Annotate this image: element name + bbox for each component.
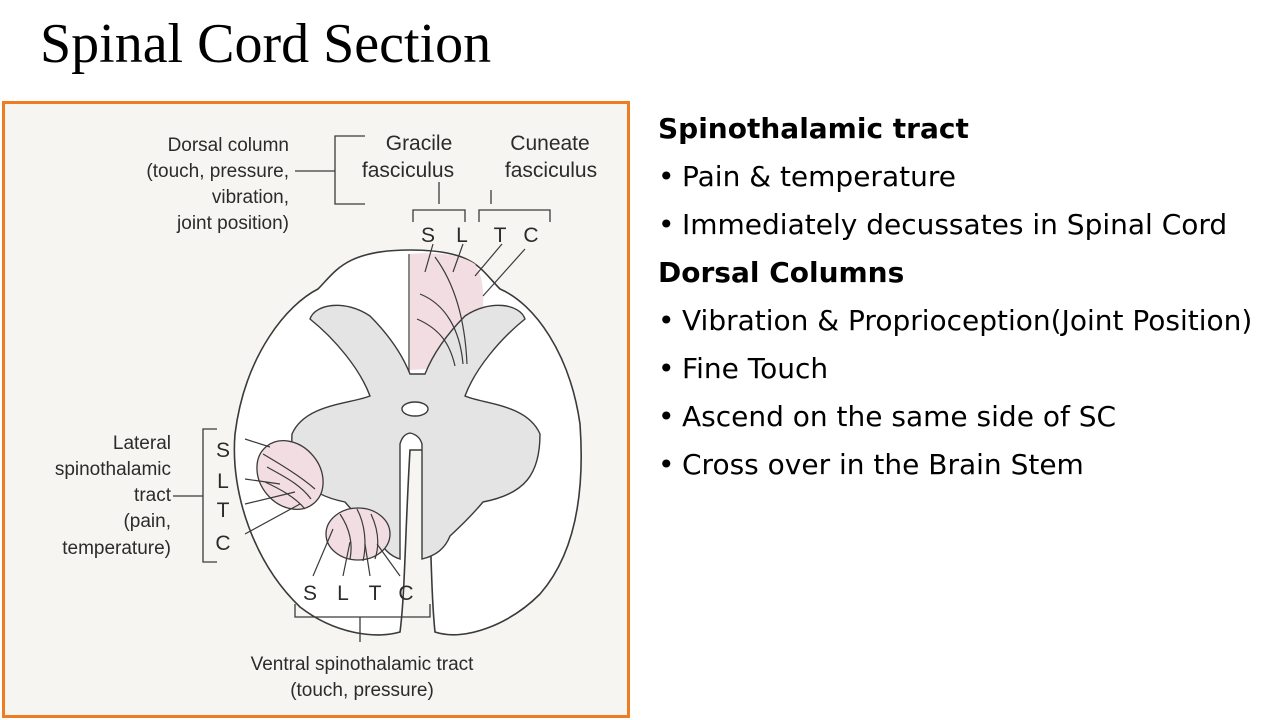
- bullet-list: Spinothalamic tract •Pain & temperature …: [658, 112, 1273, 496]
- list-item: •Vibration & Proprioception(Joint Positi…: [658, 304, 1273, 338]
- dorsal-column-label: Dorsal column (touch, pressure, vibratio…: [146, 135, 289, 234]
- svg-text:C: C: [215, 532, 230, 555]
- spinal-cord-diagram: Dorsal column (touch, pressure, vibratio…: [2, 101, 630, 718]
- bullet-icon: •: [658, 399, 675, 433]
- svg-text:temperature): temperature): [62, 538, 171, 559]
- svg-text:Cuneate: Cuneate: [510, 132, 589, 155]
- section-heading-dorsal-columns: Dorsal Columns: [658, 255, 905, 289]
- list-item: •Ascend on the same side of SC: [658, 400, 1273, 434]
- spinal-cord-svg: Dorsal column (touch, pressure, vibratio…: [55, 132, 597, 701]
- svg-text:Lateral: Lateral: [113, 433, 171, 454]
- svg-text:vibration,: vibration,: [212, 187, 289, 208]
- svg-text:Ventral spinothalamic tract: Ventral spinothalamic tract: [251, 654, 475, 675]
- section-heading-spinothalamic: Spinothalamic tract: [658, 112, 969, 145]
- lateral-spinothalamic-region: [256, 440, 324, 510]
- svg-text:S: S: [216, 439, 230, 462]
- bullet-icon: •: [658, 351, 675, 385]
- svg-text:S: S: [421, 224, 435, 247]
- svg-text:L: L: [337, 582, 349, 605]
- central-canal: [401, 401, 429, 417]
- svg-text:(pain,: (pain,: [123, 511, 171, 532]
- label-leaders: [173, 135, 551, 642]
- dorsal-column-fibers: [408, 243, 526, 372]
- list-item-text: Fine Touch: [682, 351, 829, 385]
- list-item-text: Vibration & Proprioception(Joint Positio…: [682, 303, 1253, 337]
- bullet-icon: •: [658, 447, 675, 481]
- bullet-icon: •: [658, 303, 675, 337]
- dorsal-letters: S L T C: [421, 224, 539, 247]
- ventral-tract-fibers: [312, 508, 401, 577]
- list-item: •Pain & temperature: [658, 160, 1273, 194]
- svg-text:L: L: [217, 470, 229, 493]
- bullet-icon: •: [658, 159, 675, 193]
- list-item-text: Cross over in the Brain Stem: [682, 447, 1084, 481]
- svg-text:spinothalamic: spinothalamic: [55, 459, 171, 480]
- svg-text:L: L: [456, 224, 468, 247]
- list-item: •Fine Touch: [658, 352, 1273, 386]
- ventral-spinothalamic-region: [325, 507, 391, 561]
- list-item: •Cross over in the Brain Stem: [658, 448, 1273, 482]
- ventral-letters: S L T C: [303, 582, 414, 605]
- svg-text:T: T: [217, 499, 230, 522]
- svg-text:(touch, pressure,: (touch, pressure,: [146, 161, 289, 182]
- lateral-tract-fibers: [244, 438, 316, 535]
- svg-text:T: T: [369, 582, 382, 605]
- svg-text:C: C: [398, 582, 413, 605]
- slide-title: Spinal Cord Section: [40, 13, 492, 75]
- list-item-text: Ascend on the same side of SC: [682, 399, 1117, 433]
- list-item-text: Pain & temperature: [682, 159, 956, 193]
- svg-text:fasciculus: fasciculus: [362, 159, 454, 182]
- cuneate-label: Cuneate fasciculus: [505, 132, 597, 182]
- svg-text:Gracile: Gracile: [386, 132, 453, 155]
- svg-text:fasciculus: fasciculus: [505, 159, 597, 182]
- svg-text:Dorsal column: Dorsal column: [168, 135, 289, 156]
- list-item-text: Immediately decussates in Spinal Cord: [682, 207, 1228, 241]
- gracile-label: Gracile fasciculus: [362, 132, 454, 182]
- svg-text:T: T: [494, 224, 507, 247]
- lateral-letters: S L T C: [215, 439, 230, 555]
- bullet-icon: •: [658, 207, 675, 241]
- list-item: •Immediately decussates in Spinal Cord: [658, 208, 1273, 242]
- svg-text:(touch, pressure): (touch, pressure): [290, 680, 434, 701]
- ventral-label: Ventral spinothalamic tract (touch, pres…: [251, 654, 475, 701]
- gray-matter: [291, 304, 541, 560]
- lateral-label: Lateral spinothalamic tract (pain, tempe…: [55, 433, 172, 559]
- svg-text:S: S: [303, 582, 317, 605]
- svg-text:C: C: [523, 224, 538, 247]
- svg-text:tract: tract: [134, 485, 172, 506]
- svg-text:joint position): joint position): [176, 213, 289, 234]
